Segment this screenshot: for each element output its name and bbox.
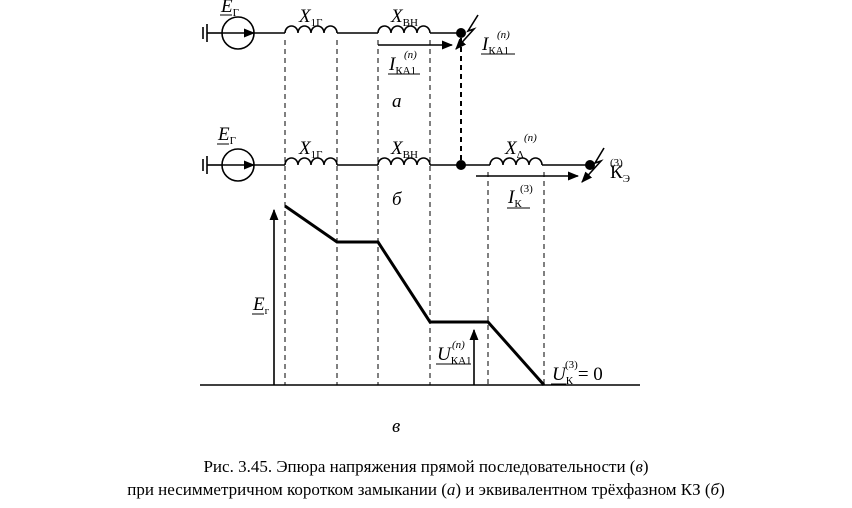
fault-node-b: [585, 160, 595, 170]
svg-text:XВН: XВН: [390, 6, 418, 29]
circuit-a: [202, 14, 479, 50]
figure-caption-line2: при несимметричном коротком замыкании (а…: [127, 480, 725, 499]
inductor-xdelta-icon: [489, 157, 543, 166]
svg-text:XВН: XВН: [390, 138, 418, 161]
voltage-plot: [200, 204, 640, 386]
figure-caption-line1: Рис. 3.45. Эпюра напряжения прямой после…: [203, 457, 649, 476]
voltage-diagram: EГ X1Г XВН (n) IКА1 (n) IКА1 а EГ X1Г X: [200, 0, 640, 437]
svg-text:X1Г: X1Г: [298, 6, 322, 29]
svg-text:(n): (n): [524, 132, 537, 144]
voltage-profile-line: [284, 204, 546, 386]
panel-b-label: б: [392, 189, 403, 210]
panel-v-label: в: [392, 416, 400, 437]
circuit-b: [202, 147, 605, 183]
inductor-x1g-icon: [284, 157, 338, 166]
svg-text:EГ: EГ: [217, 124, 236, 147]
fault-lightning-icon: [581, 147, 605, 183]
svg-text:(3): (3): [610, 157, 623, 169]
projection-lines: [284, 38, 545, 385]
panel-a-label: а: [392, 91, 402, 112]
svg-text:IК: IК: [507, 187, 522, 210]
ground-icon: [202, 156, 222, 174]
svg-text:(3): (3): [565, 359, 578, 371]
generator-source-icon: [221, 16, 256, 50]
svg-text:X1Г: X1Г: [298, 138, 322, 161]
svg-text:(3): (3): [520, 183, 533, 195]
svg-text:КЭ: КЭ: [610, 162, 630, 185]
inductor-xvn-icon: [377, 25, 431, 34]
fault-node: [456, 28, 466, 38]
svg-text:(n): (n): [497, 29, 510, 41]
generator-source-icon: [221, 148, 256, 182]
svg-text:(n): (n): [404, 49, 417, 61]
svg-text:EГ: EГ: [220, 0, 239, 19]
inductor-x1g-icon: [284, 25, 338, 34]
svg-text:Eг: Eг: [252, 294, 270, 317]
svg-text:(n): (n): [452, 339, 465, 351]
fault-lightning-icon: [455, 14, 479, 50]
ground-icon: [202, 24, 222, 42]
inductor-xvn-icon: [377, 157, 431, 166]
svg-text:UК = 0: UК = 0: [552, 364, 603, 387]
svg-text:XΔ: XΔ: [504, 138, 524, 161]
